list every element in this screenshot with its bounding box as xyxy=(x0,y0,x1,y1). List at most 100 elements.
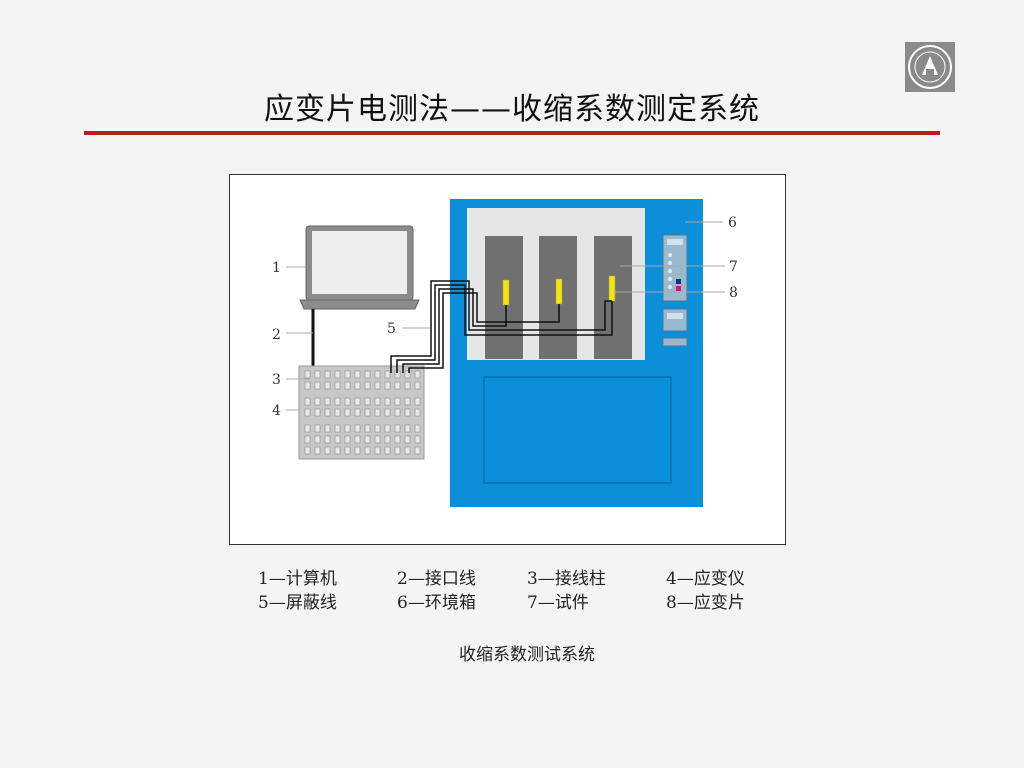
binding-post xyxy=(304,370,311,379)
binding-post xyxy=(414,424,421,433)
binding-post xyxy=(354,397,361,406)
binding-post xyxy=(314,370,321,379)
shielded-cables xyxy=(390,280,613,373)
binding-post xyxy=(384,397,391,406)
strain-meter xyxy=(298,365,425,460)
legend-item: 1—计算机 xyxy=(258,569,337,589)
legend-item: 6—环境箱 xyxy=(397,593,476,613)
binding-post xyxy=(404,435,411,444)
binding-post xyxy=(304,381,311,390)
shrinkage-test-diagram: 1 2 3 4 5 6 7 8 xyxy=(272,199,738,507)
binding-post xyxy=(314,381,321,390)
binding-post xyxy=(394,446,401,455)
binding-post xyxy=(404,397,411,406)
callout-3: 3 xyxy=(272,372,281,388)
binding-post xyxy=(324,424,331,433)
binding-post xyxy=(414,397,421,406)
binding-post xyxy=(364,408,371,417)
binding-post xyxy=(404,446,411,455)
binding-post xyxy=(334,370,341,379)
binding-post xyxy=(394,381,401,390)
binding-post xyxy=(304,446,311,455)
binding-post xyxy=(354,435,361,444)
binding-post xyxy=(414,408,421,417)
binding-post xyxy=(344,370,351,379)
binding-post xyxy=(334,446,341,455)
callout-2: 2 xyxy=(272,327,281,343)
binding-post xyxy=(414,381,421,390)
legend-item: 3—接线柱 xyxy=(527,569,606,589)
binding-post xyxy=(374,435,381,444)
binding-post xyxy=(324,446,331,455)
binding-post xyxy=(344,408,351,417)
legend-item: 7—试件 xyxy=(527,593,589,613)
callout-7: 7 xyxy=(729,259,738,275)
binding-post xyxy=(334,435,341,444)
binding-post xyxy=(404,408,411,417)
legend-item: 5—屏蔽线 xyxy=(258,593,337,613)
binding-post xyxy=(354,408,361,417)
binding-post xyxy=(354,381,361,390)
legend-row: 1—计算机 2—接口线 3—接线柱 4—应变仪 xyxy=(258,567,778,591)
binding-post xyxy=(334,397,341,406)
strain-gauge-1 xyxy=(502,279,510,306)
binding-post xyxy=(304,408,311,417)
binding-post xyxy=(334,424,341,433)
binding-post xyxy=(404,381,411,390)
callout-1: 1 xyxy=(272,260,281,276)
binding-post xyxy=(384,381,391,390)
binding-post xyxy=(344,381,351,390)
binding-post xyxy=(324,381,331,390)
figure-caption: 收缩系数测试系统 xyxy=(459,645,595,665)
title-divider xyxy=(84,131,940,135)
binding-post xyxy=(394,435,401,444)
binding-post xyxy=(404,424,411,433)
binding-post xyxy=(304,424,311,433)
binding-post xyxy=(394,397,401,406)
binding-post xyxy=(324,397,331,406)
binding-post xyxy=(364,381,371,390)
binding-post xyxy=(344,397,351,406)
callout-5: 5 xyxy=(387,321,396,337)
binding-post xyxy=(414,435,421,444)
binding-post xyxy=(394,424,401,433)
binding-post xyxy=(414,370,421,379)
binding-post xyxy=(384,435,391,444)
seal-icon xyxy=(905,42,955,92)
binding-post xyxy=(374,424,381,433)
binding-post xyxy=(304,397,311,406)
binding-post xyxy=(354,446,361,455)
binding-post xyxy=(344,435,351,444)
binding-post xyxy=(394,408,401,417)
binding-post xyxy=(314,446,321,455)
binding-post xyxy=(314,408,321,417)
slide-title: 应变片电测法——收缩系数测定系统 xyxy=(264,92,760,127)
binding-post xyxy=(354,370,361,379)
binding-post xyxy=(384,424,391,433)
binding-post xyxy=(374,446,381,455)
university-seal-logo xyxy=(905,42,955,92)
binding-post xyxy=(374,381,381,390)
binding-post xyxy=(364,370,371,379)
binding-post xyxy=(364,397,371,406)
binding-post xyxy=(384,446,391,455)
binding-post xyxy=(324,435,331,444)
legend-item: 8—应变片 xyxy=(666,593,745,613)
binding-post xyxy=(324,408,331,417)
binding-post xyxy=(374,397,381,406)
binding-post xyxy=(364,424,371,433)
binding-post xyxy=(404,370,411,379)
binding-post xyxy=(334,381,341,390)
binding-post xyxy=(384,408,391,417)
binding-post xyxy=(374,408,381,417)
binding-post xyxy=(314,435,321,444)
callout-6: 6 xyxy=(728,215,737,231)
strain-gauge-2 xyxy=(555,278,563,305)
legend-item: 4—应变仪 xyxy=(666,569,745,589)
binding-post xyxy=(374,370,381,379)
legend-row: 5—屏蔽线 6—环境箱 7—试件 8—应变片 xyxy=(258,591,778,615)
binding-post xyxy=(314,397,321,406)
binding-post xyxy=(354,424,361,433)
binding-post xyxy=(344,424,351,433)
binding-post xyxy=(364,435,371,444)
